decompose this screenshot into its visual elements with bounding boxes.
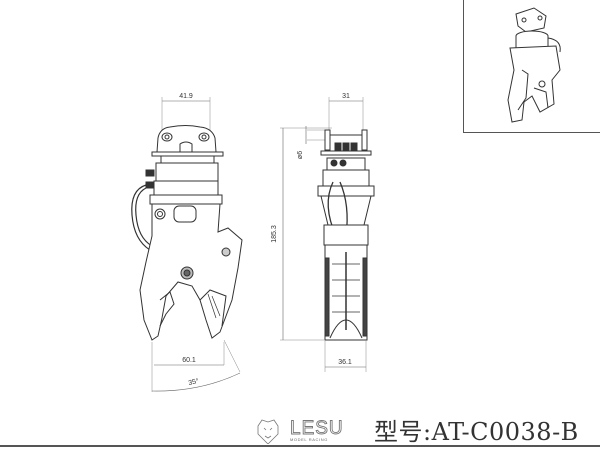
svg-text:LESU: LESU	[290, 418, 344, 438]
isometric-view-image	[507, 7, 561, 123]
front-view	[131, 97, 243, 392]
side-view	[280, 97, 375, 372]
dim-side-top-width: 31	[342, 93, 350, 100]
model-number: 型号:AT-C0038-B	[374, 418, 579, 446]
footer-divider	[0, 445, 600, 447]
isometric-inset	[463, 0, 600, 133]
lesu-wordmark: LESU	[290, 418, 344, 440]
dim-pin-diameter: ø6	[297, 151, 304, 159]
brand-subtitle: MODEL RACING	[290, 437, 328, 442]
brand-logo: LESU	[257, 418, 352, 444]
dim-height: 185.3	[271, 225, 278, 243]
dim-side-bottom-width: 36.1	[338, 359, 352, 366]
dim-front-top-width: 41.9	[179, 93, 193, 100]
dim-angle: 35°	[188, 377, 200, 387]
dim-jaw-opening: 60.1	[182, 357, 196, 364]
lion-logo-icon	[257, 419, 279, 444]
